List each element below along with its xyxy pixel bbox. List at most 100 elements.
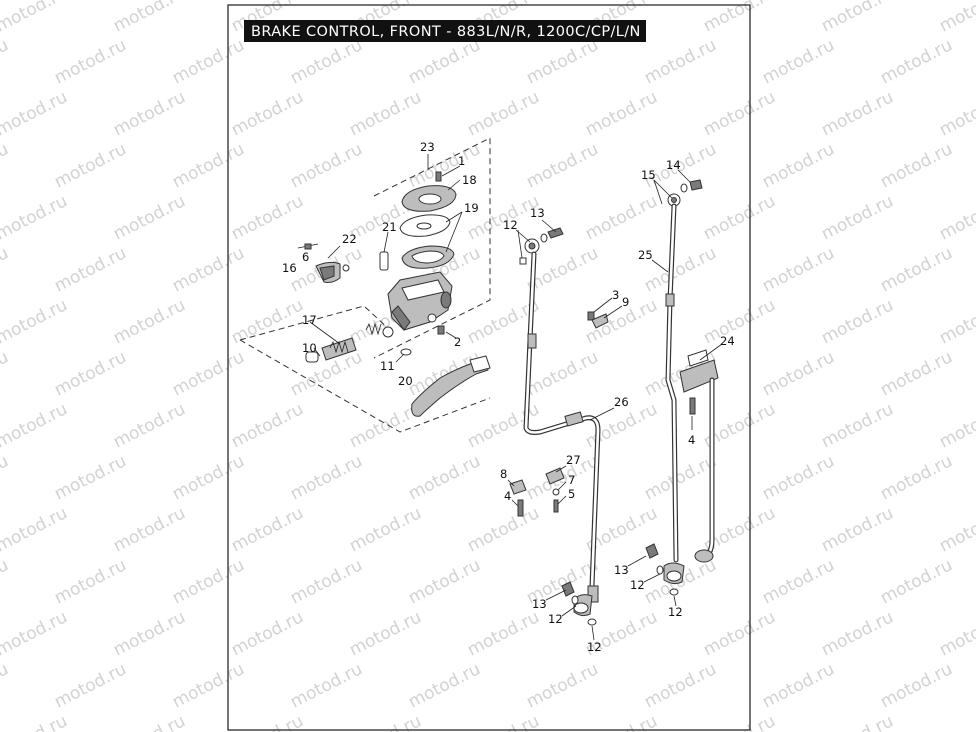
watermark-text: motod.ru	[0, 555, 12, 608]
callout-12-lower-middle-b: 12	[587, 640, 602, 654]
watermark-text: motod.ru	[228, 87, 307, 140]
watermark-text: motod.ru	[110, 399, 189, 452]
watermark-text: motod.ru	[346, 607, 425, 660]
callout-9: 9	[622, 295, 629, 309]
watermark-text: motod.ru	[346, 87, 425, 140]
watermark-text: motod.ru	[877, 451, 956, 504]
watermark-text: motod.ru	[228, 711, 307, 732]
watermark-text: motod.ru	[169, 555, 248, 608]
hose-ferrule-mid	[564, 411, 584, 427]
watermark-text: motod.ru	[936, 191, 976, 244]
pin-2	[437, 325, 445, 335]
watermark-text: motod.ru	[936, 503, 976, 556]
watermark-text: motod.ru	[818, 0, 897, 36]
callout-4-right: 4	[688, 433, 695, 447]
watermark-text: motod.ru	[405, 451, 484, 504]
master-cylinder-group	[239, 137, 491, 433]
watermark-text: motod.ru	[818, 87, 897, 140]
watermark-text: motod.ru	[818, 191, 897, 244]
title-bar	[244, 20, 646, 42]
watermark-text: motod.ru	[818, 295, 897, 348]
watermark-text: motod.ru	[228, 503, 307, 556]
watermark-text: motod.ru	[287, 451, 366, 504]
watermark-text: motod.ru	[0, 295, 71, 348]
watermark-text: motod.ru	[0, 139, 12, 192]
watermark-text: motod.ru	[641, 451, 720, 504]
watermark-text: motod.ru	[0, 451, 12, 504]
watermark-text: motod.ru	[51, 451, 130, 504]
banjo-fitting-lower-left	[561, 581, 597, 626]
watermark-text: motod.ru	[936, 0, 976, 36]
watermark-text: motod.ru	[287, 35, 366, 88]
watermark-text: motod.ru	[110, 295, 189, 348]
watermark-text: motod.ru	[700, 87, 779, 140]
callout-labels: 23 1 18 19 21 22 6 16 17 10 2 11 20 12 1…	[282, 140, 735, 654]
watermark-text: motod.ru	[287, 555, 366, 608]
watermark-text: motod.ru	[877, 555, 956, 608]
callout-8: 8	[500, 467, 507, 481]
watermark-text: motod.ru	[287, 659, 366, 712]
watermark-text: motod.ru	[464, 607, 543, 660]
watermark-text: motod.ru	[936, 607, 976, 660]
brake-line-26-inner	[524, 252, 600, 588]
watermark-text: motod.ru	[169, 451, 248, 504]
watermark-text: motod.ru	[759, 451, 838, 504]
kit-17-boundary	[239, 305, 391, 341]
callout-23: 23	[420, 140, 435, 154]
ring-11	[400, 348, 412, 356]
watermark-text: motod.ru	[405, 659, 484, 712]
watermark-text: motod.ru	[759, 243, 838, 296]
callout-11: 11	[380, 359, 395, 373]
hose-ferrule-lower	[587, 585, 599, 603]
diaphragm-19-lower	[401, 245, 455, 269]
bracket-24	[679, 349, 719, 393]
watermark-text: motod.ru	[110, 503, 189, 556]
clamp-8	[509, 479, 527, 495]
watermark-text: motod.ru	[228, 191, 307, 244]
spring-17	[365, 322, 394, 338]
callout-18: 18	[462, 173, 477, 187]
watermark-text: motod.ru	[51, 139, 130, 192]
watermark-text: motod.ru	[51, 659, 130, 712]
watermark-text: motod.ru	[936, 295, 976, 348]
watermark-text: motod.ru	[0, 191, 71, 244]
watermark-text: motod.ru	[110, 711, 189, 732]
bolt-4-middle	[517, 499, 524, 517]
watermark-text: motod.ru	[0, 35, 12, 88]
gasket-19-upper	[399, 214, 451, 237]
callout-13-right: 13	[614, 563, 629, 577]
nut-7-screw-5	[552, 488, 560, 513]
callout-27: 27	[566, 453, 581, 467]
watermark-text: motod.ru	[169, 35, 248, 88]
watermark-text: motod.ru	[700, 711, 779, 732]
watermark-text: motod.ru	[523, 659, 602, 712]
screw-6-16	[297, 243, 350, 272]
callout-19: 19	[464, 201, 479, 215]
watermark-text: motod.ru	[110, 87, 189, 140]
banjo-fitting-lower-middle	[645, 543, 685, 596]
watermark-text: motod.ru	[228, 607, 307, 660]
callout-21: 21	[382, 220, 397, 234]
watermark-text: motod.ru	[936, 87, 976, 140]
watermark-text: motod.ru	[641, 243, 720, 296]
reservoir-cover-18	[401, 185, 457, 212]
watermark-text: motod.ru	[936, 711, 976, 732]
callout-13-lower-middle: 13	[532, 597, 547, 611]
watermark-text: motod.ru	[759, 35, 838, 88]
callout-2: 2	[454, 335, 461, 349]
hose-ferrule-upper	[527, 333, 537, 349]
watermark-text: motod.ru	[110, 607, 189, 660]
watermark-text: motod.ru	[523, 347, 602, 400]
watermark-text: motod.ru	[0, 347, 12, 400]
watermark-text: motod.ru	[169, 659, 248, 712]
watermark-text: motod.ru	[759, 347, 838, 400]
watermark-text: motod.ru	[877, 243, 956, 296]
kit-17-boundary-lower	[239, 339, 491, 433]
callout-16: 16	[282, 261, 297, 275]
watermark-text: motod.ru	[877, 347, 956, 400]
watermark-text: motod.ru	[0, 503, 71, 556]
watermark-text: motod.ru	[169, 139, 248, 192]
watermark-text: motod.ru	[464, 399, 543, 452]
callout-22: 22	[342, 232, 357, 246]
watermark-text: motod.ru	[346, 711, 425, 732]
